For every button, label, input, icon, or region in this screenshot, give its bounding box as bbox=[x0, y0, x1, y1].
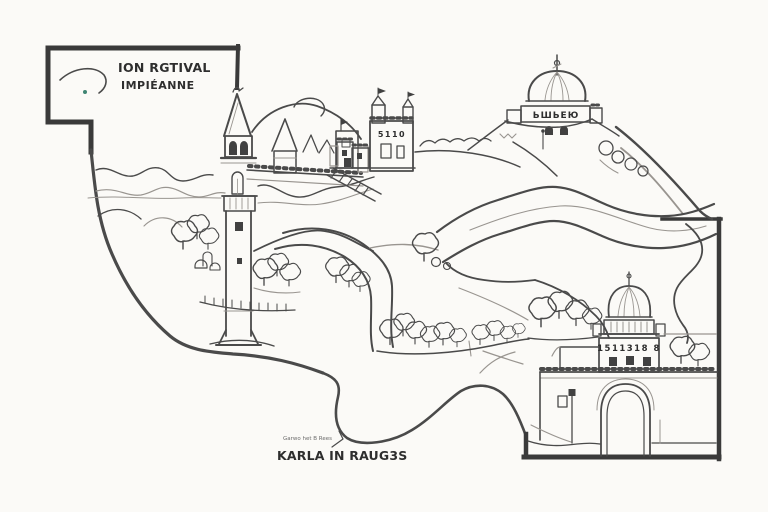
region-title-line1: ION RGTIVAL bbox=[118, 60, 211, 75]
trees-bottom-line bbox=[376, 313, 530, 355]
castle-stairs bbox=[326, 167, 382, 202]
trees-center-left bbox=[253, 253, 301, 294]
palisade-fence bbox=[199, 295, 296, 312]
wall-treeline-east-of-castle bbox=[414, 119, 558, 177]
caption-pointer bbox=[331, 430, 344, 448]
castle-inscription: 5110 bbox=[378, 130, 406, 139]
walled-citadel: 1511318 8 bbox=[468, 271, 718, 457]
trees-west-of-tower bbox=[172, 215, 221, 271]
stream-northwest bbox=[87, 166, 226, 228]
shrine-inscription: ЬШЬЕЮ bbox=[533, 111, 580, 121]
hill-center bbox=[253, 229, 374, 252]
citadel-inscription: 1511318 8 bbox=[597, 344, 661, 354]
tree-river-bend bbox=[413, 233, 452, 271]
bottom-caption-main: KARLA IN RAUG3S bbox=[277, 448, 407, 463]
bottom-caption-small: Garwo het B Rees bbox=[283, 436, 332, 442]
map-border bbox=[45, 43, 723, 462]
title-leader-line bbox=[59, 67, 107, 94]
trees-citadel-west bbox=[527, 291, 602, 341]
domed-shrine: ЬШЬЕЮ bbox=[504, 54, 620, 150]
region-title-line2: IMPIÉANNE bbox=[121, 79, 195, 92]
accent-dot bbox=[83, 90, 87, 94]
tributary-river bbox=[274, 227, 610, 352]
campanile-tower bbox=[209, 86, 275, 347]
trees-citadel-east bbox=[670, 336, 710, 366]
river-northeast bbox=[435, 185, 718, 264]
river-meander-east bbox=[673, 223, 704, 344]
hill-slopes-northeast bbox=[598, 125, 714, 221]
castle: 5110 bbox=[329, 87, 416, 172]
paths-near-tower bbox=[257, 176, 375, 206]
